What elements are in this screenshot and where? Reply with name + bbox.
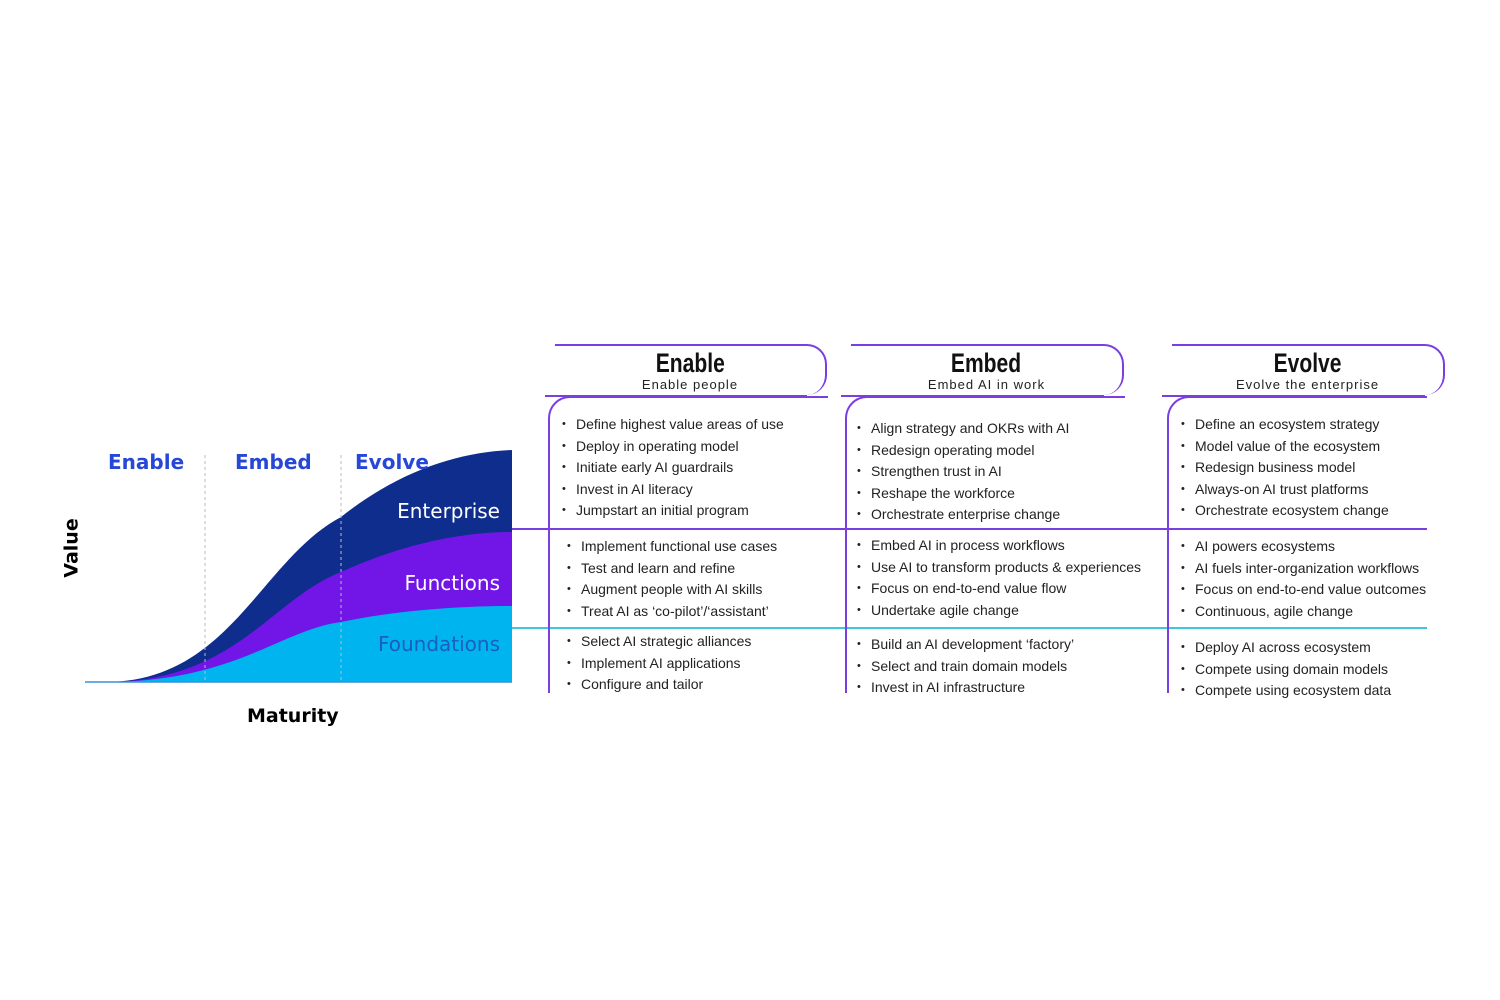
x-axis-label: Maturity (247, 705, 339, 727)
phase-label-evolve: Evolve (355, 450, 429, 474)
foundations-area (105, 606, 512, 682)
list-item: Strengthen trust in AI (857, 461, 1069, 483)
layer-label-enterprise: Enterprise (397, 499, 500, 523)
list-item: Deploy AI across ecosystem (1181, 637, 1391, 659)
list-item: Use AI to transform products & experienc… (857, 557, 1141, 579)
enable-enterprise-list: Define highest value areas of use Deploy… (562, 414, 784, 522)
list-item: Configure and tailor (567, 674, 751, 696)
y-axis-label: Value (60, 518, 83, 578)
column-subtitle: Enable people (641, 377, 739, 392)
list-item: Always-on AI trust platforms (1181, 479, 1389, 501)
enterprise-divider (512, 528, 1427, 530)
list-item: Invest in AI literacy (562, 479, 784, 501)
embed-enterprise-list: Align strategy and OKRs with AI Redesign… (857, 418, 1069, 526)
phase-label-enable: Enable (108, 450, 185, 474)
column-body-embed (845, 396, 1125, 693)
list-item: Invest in AI infrastructure (857, 677, 1074, 699)
enable-functions-list: Implement functional use cases Test and … (567, 536, 777, 622)
list-item: Build an AI development ‘factory’ (857, 634, 1074, 656)
layer-label-foundations: Foundations (377, 632, 500, 656)
column-header-enable: Enable Enable people (545, 344, 827, 397)
list-item: AI fuels inter-organization workflows (1181, 558, 1426, 580)
list-item: Define an ecosystem strategy (1181, 414, 1389, 436)
list-item: Treat AI as ‘co-pilot’/‘assistant’ (567, 601, 777, 623)
list-item: Augment people with AI skills (567, 579, 777, 601)
column-subtitle: Evolve the enterprise (1235, 377, 1380, 392)
embed-foundations-list: Build an AI development ‘factory’ Select… (857, 634, 1074, 699)
list-item: Define highest value areas of use (562, 414, 784, 436)
layer-label-functions: Functions (404, 571, 501, 595)
column-body-enable (548, 396, 828, 693)
list-item: Continuous, agile change (1181, 601, 1426, 623)
list-item: Compete using ecosystem data (1181, 680, 1391, 702)
enable-foundations-list: Select AI strategic alliances Implement … (567, 631, 751, 696)
list-item: Focus on end-to-end value outcomes (1181, 579, 1426, 601)
list-item: Undertake agile change (857, 600, 1141, 622)
functions-divider (512, 627, 1427, 629)
list-item: Select AI strategic alliances (567, 631, 751, 653)
column-title: Enable (655, 348, 725, 378)
list-item: Select and train domain models (857, 656, 1074, 678)
column-header-evolve: Evolve Evolve the enterprise (1162, 344, 1445, 397)
evolve-foundations-list: Deploy AI across ecosystem Compete using… (1181, 637, 1391, 702)
phase-label-embed: Embed (235, 450, 312, 474)
column-header-embed: Embed Embed AI in work (841, 344, 1124, 397)
column-body-evolve (1167, 396, 1427, 693)
list-item: Implement AI applications (567, 653, 751, 675)
embed-functions-list: Embed AI in process workflows Use AI to … (857, 535, 1141, 621)
list-item: Redesign business model (1181, 457, 1389, 479)
column-subtitle: Embed AI in work (927, 377, 1046, 392)
list-item: Focus on end-to-end value flow (857, 578, 1141, 600)
list-item: AI powers ecosystems (1181, 536, 1426, 558)
list-item: Reshape the workforce (857, 483, 1069, 505)
list-item: Jumpstart an initial program (562, 500, 784, 522)
list-item: Initiate early AI guardrails (562, 457, 784, 479)
column-title: Embed (951, 348, 1022, 378)
list-item: Embed AI in process workflows (857, 535, 1141, 557)
list-item: Orchestrate ecosystem change (1181, 500, 1389, 522)
list-item: Compete using domain models (1181, 659, 1391, 681)
list-item: Orchestrate enterprise change (857, 504, 1069, 526)
column-title: Evolve (1273, 348, 1342, 378)
list-item: Test and learn and refine (567, 558, 777, 580)
list-item: Redesign operating model (857, 440, 1069, 462)
evolve-enterprise-list: Define an ecosystem strategy Model value… (1181, 414, 1389, 522)
list-item: Model value of the ecosystem (1181, 436, 1389, 458)
list-item: Align strategy and OKRs with AI (857, 418, 1069, 440)
evolve-functions-list: AI powers ecosystems AI fuels inter-orga… (1181, 536, 1426, 622)
list-item: Implement functional use cases (567, 536, 777, 558)
list-item: Deploy in operating model (562, 436, 784, 458)
